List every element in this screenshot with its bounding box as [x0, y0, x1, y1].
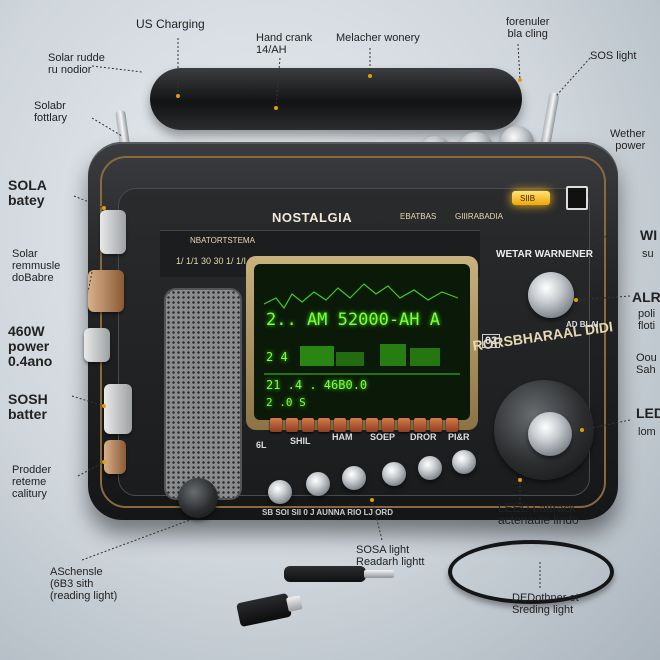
- preset-button[interactable]: [414, 418, 426, 432]
- preset-label-4: SOEP: [370, 432, 396, 442]
- callout-dedothner: DEDothner et Sreding light: [512, 592, 579, 616]
- side-button-3[interactable]: [84, 328, 110, 362]
- volume-knob[interactable]: [528, 272, 574, 318]
- preset-button[interactable]: [302, 418, 314, 432]
- tuning-dial-cap[interactable]: [528, 412, 572, 456]
- dial-band-label-left: NBATORTSTEMA: [190, 236, 255, 245]
- preset-button[interactable]: [350, 418, 362, 432]
- speaker-knob[interactable]: [178, 478, 218, 518]
- lcd-line-4: 2 .0 S: [266, 396, 306, 409]
- callout-prodder: Prodder reteme calitury: [12, 464, 52, 500]
- round-button-1[interactable]: [268, 480, 292, 504]
- reading-light-cable-coil: [448, 540, 614, 604]
- callout-us-charging: US Charging: [136, 17, 205, 31]
- preset-button[interactable]: [334, 418, 346, 432]
- preset-label-6: PI&R: [448, 432, 470, 442]
- callout-oou: Oou Sah: [636, 352, 657, 376]
- led-label: SIIB: [520, 194, 536, 203]
- callout-sola-batey: SOLA batey: [8, 177, 47, 208]
- preset-label-3: HAM: [332, 432, 353, 442]
- callout-leed-lattrack: LEED Lattrack actenauie lindo: [498, 501, 579, 527]
- spectrum-bars: [263, 283, 460, 375]
- preset-button[interactable]: [286, 418, 298, 432]
- lcd-line-2: 2 4: [266, 350, 288, 364]
- side-button-2[interactable]: [88, 270, 124, 312]
- code-box: 02: [482, 334, 501, 348]
- round-button-6[interactable]: [452, 450, 476, 474]
- callout-forenuler: forenuler bla cling: [506, 16, 550, 40]
- callout-460w-power: 460W power 0.4ano: [8, 323, 53, 369]
- lcd-line-3: 21 .4 . 46B0.0: [266, 378, 368, 392]
- preset-button[interactable]: [366, 418, 378, 432]
- callout-hand-crank: Hand crank 14/AH: [256, 32, 313, 56]
- callout-sosa-light: SOSA light Readarh lightt: [356, 544, 425, 568]
- preset-button[interactable]: [382, 418, 394, 432]
- callout-sos-light-top: SOS light: [590, 50, 637, 62]
- callout-lom: lom: [638, 426, 656, 438]
- preset-label-2: SHIL: [290, 436, 311, 446]
- preset-label-1: 6L: [256, 440, 267, 450]
- side-button-4[interactable]: [104, 384, 132, 434]
- dial-scale-numbers: 1/ 1/1 30 30 1/ 1/I 1/: [176, 256, 257, 266]
- speaker-grille: [164, 288, 242, 500]
- carry-handle[interactable]: [150, 68, 522, 130]
- weather-warning-label: WETAR WARNENER: [496, 249, 594, 260]
- callout-solar-remmusle: Solar remmusle doBabre: [12, 248, 61, 284]
- callout-aschensle: ASchensle (6B3 sith (reading light): [50, 566, 118, 602]
- usb-port-icon[interactable]: [566, 186, 588, 210]
- bottom-button-labels: SB SOI SII 0 J AUNNA RIO LJ ORD: [262, 508, 393, 517]
- round-button-2[interactable]: [306, 472, 330, 496]
- callout-poli: poli floti: [638, 308, 656, 332]
- round-button-5[interactable]: [418, 456, 442, 480]
- preset-button[interactable]: [318, 418, 330, 432]
- audio-plug: [364, 570, 394, 578]
- preset-button-row: [270, 418, 490, 436]
- preset-button[interactable]: [270, 418, 282, 432]
- callout-wi: WI: [640, 227, 658, 243]
- side-small-label: AD BLAI: [566, 320, 599, 329]
- preset-label-5: DROR: [410, 432, 437, 442]
- round-button-4[interactable]: [382, 462, 406, 486]
- callout-melacher-wonery: Melacher wonery: [336, 32, 420, 44]
- sos-led-indicator: [512, 191, 550, 205]
- callout-su: su: [642, 248, 654, 260]
- callout-sosh-batter: SOSH batter: [8, 391, 48, 422]
- preset-button[interactable]: [446, 418, 458, 432]
- lcd-frequency-readout: 2.. AM 52000-AH A: [266, 310, 440, 330]
- dial-band-label-right-2: GIIIRABADIA: [455, 212, 504, 221]
- callout-solabr-fottlary: Solabr fottlary: [34, 100, 68, 124]
- dial-band-label-right: EBATBAS: [400, 212, 437, 221]
- side-button-5[interactable]: [104, 440, 126, 474]
- callout-alr: ALR: [632, 289, 660, 305]
- side-button-1[interactable]: [100, 210, 126, 254]
- round-button-3[interactable]: [342, 466, 366, 490]
- usb-stick: [236, 592, 292, 628]
- preset-button[interactable]: [398, 418, 410, 432]
- callout-led: LED: [636, 405, 660, 421]
- brand-logo: NOSTALGIA: [272, 210, 353, 225]
- audio-cable: [284, 566, 366, 582]
- callout-wether-power: Wether power: [610, 128, 646, 152]
- lcd-display: 2.. AM 52000-AH A 2 4 21 .4 . 46B0.0 2 .…: [254, 264, 470, 420]
- callout-solar-rudde: Solar rudde ru nodior: [48, 52, 105, 76]
- preset-button[interactable]: [430, 418, 442, 432]
